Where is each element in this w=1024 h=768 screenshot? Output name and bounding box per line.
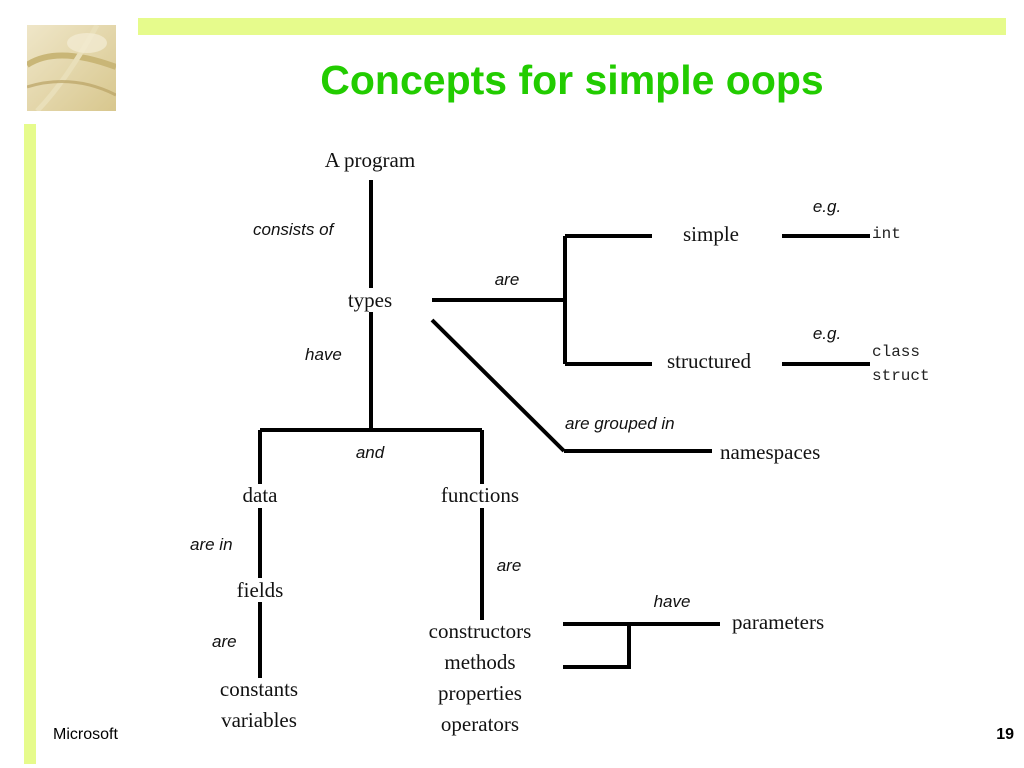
label-are-grouped-in: are grouped in	[565, 414, 675, 433]
side-accent-bar	[24, 124, 36, 764]
label-consists-of: consists of	[253, 220, 334, 239]
label-eg-simple: e.g.	[812, 197, 842, 216]
code-class: class	[872, 343, 921, 361]
node-functions: functions	[440, 483, 520, 507]
node-data: data	[242, 483, 278, 507]
label-and: and	[355, 443, 385, 462]
code-struct: struct	[872, 367, 930, 385]
node-properties: properties	[438, 681, 522, 705]
node-constants: constants	[219, 677, 299, 701]
node-types: types	[347, 288, 393, 312]
node-structured: structured	[667, 349, 751, 373]
node-fields: fields	[236, 578, 284, 602]
label-have-parameters: have	[653, 592, 691, 611]
label-are-fields: are	[212, 632, 237, 651]
label-eg-structured: e.g.	[812, 324, 842, 343]
footer-company: Microsoft	[53, 726, 118, 743]
node-parameters: parameters	[732, 610, 825, 634]
node-constructors: constructors	[428, 619, 532, 643]
slide-title: Concepts for simple oops	[320, 57, 824, 103]
code-int: int	[872, 225, 901, 243]
node-methods: methods	[444, 650, 516, 674]
label-are-types: are	[494, 270, 520, 289]
node-namespaces: namespaces	[720, 440, 821, 464]
node-simple: simple	[683, 222, 739, 246]
line-types-diagonal	[430, 318, 566, 453]
top-accent-bar	[138, 18, 1006, 35]
page-number: 19	[996, 726, 1014, 743]
label-are-functions: are	[496, 556, 522, 575]
node-program: A program	[324, 148, 416, 172]
label-are-in: are in	[190, 535, 233, 554]
node-variables: variables	[221, 708, 297, 732]
label-have-types: have	[305, 345, 342, 364]
decorative-logo-image	[27, 25, 116, 111]
node-operators: operators	[440, 712, 520, 736]
